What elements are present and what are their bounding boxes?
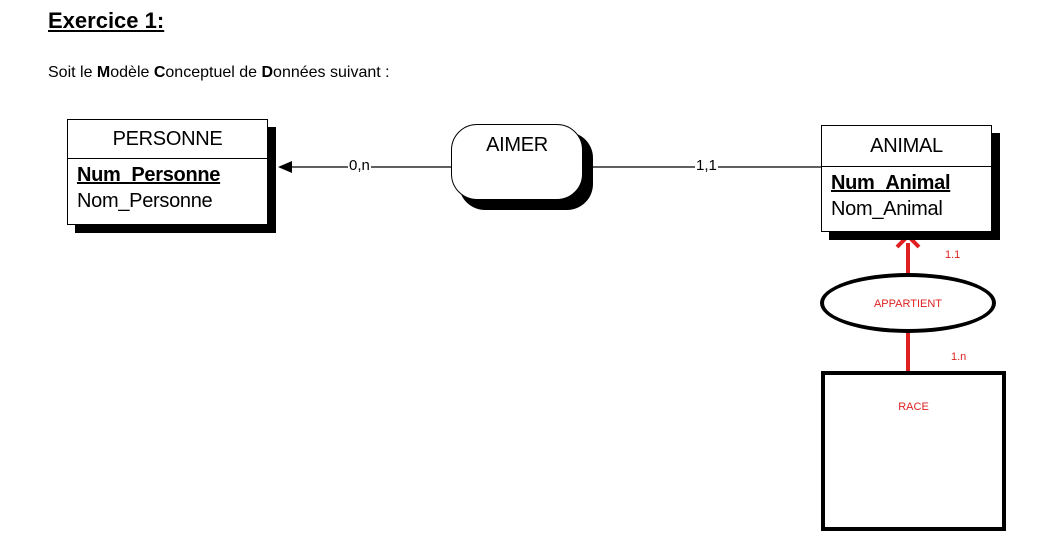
arrowhead-personne	[278, 161, 292, 173]
entity-animal-box: ANIMAL Num_Animal Nom_Animal	[821, 125, 992, 232]
assoc-appartient-label: APPARTIENT	[873, 298, 943, 310]
card-animal-aimer: 1,1	[695, 157, 718, 174]
intro-bold-c: C	[153, 64, 166, 81]
intro-part-2: odèle	[110, 64, 154, 81]
assoc-appartient: APPARTIENT	[820, 273, 996, 333]
entity-personne-title: PERSONNE	[68, 120, 267, 159]
intro-part-1: Soit le	[48, 64, 97, 81]
exercise-title: Exercice 1:	[48, 8, 165, 33]
entity-race-label: RACE	[898, 401, 929, 413]
intro-text: Soit le Modèle Conceptuel de Données sui…	[48, 64, 390, 82]
intro-part-4: onnées suivant :	[273, 64, 390, 81]
intro-bold-d: D	[261, 64, 274, 81]
intro-bold-m: M	[96, 64, 111, 81]
card-personne-aimer: 0,n	[348, 157, 371, 174]
entity-personne-key: Num_Personne	[77, 164, 221, 186]
card-animal-appartient: 1.1	[945, 249, 961, 261]
entity-personne-attr: Nom_Personne	[77, 190, 213, 212]
entity-animal-title: ANIMAL	[822, 126, 991, 167]
entity-animal-attr: Nom_Animal	[831, 198, 943, 220]
entity-race: RACE	[821, 371, 1006, 531]
intro-part-3: onceptuel de	[165, 64, 262, 81]
card-race-appartient: 1.n	[951, 351, 967, 363]
entity-animal-key: Num_Animal	[831, 172, 951, 194]
entity-personne-box: PERSONNE Num_Personne Nom_Personne	[67, 119, 268, 225]
assoc-aimer: AIMER	[451, 124, 583, 200]
